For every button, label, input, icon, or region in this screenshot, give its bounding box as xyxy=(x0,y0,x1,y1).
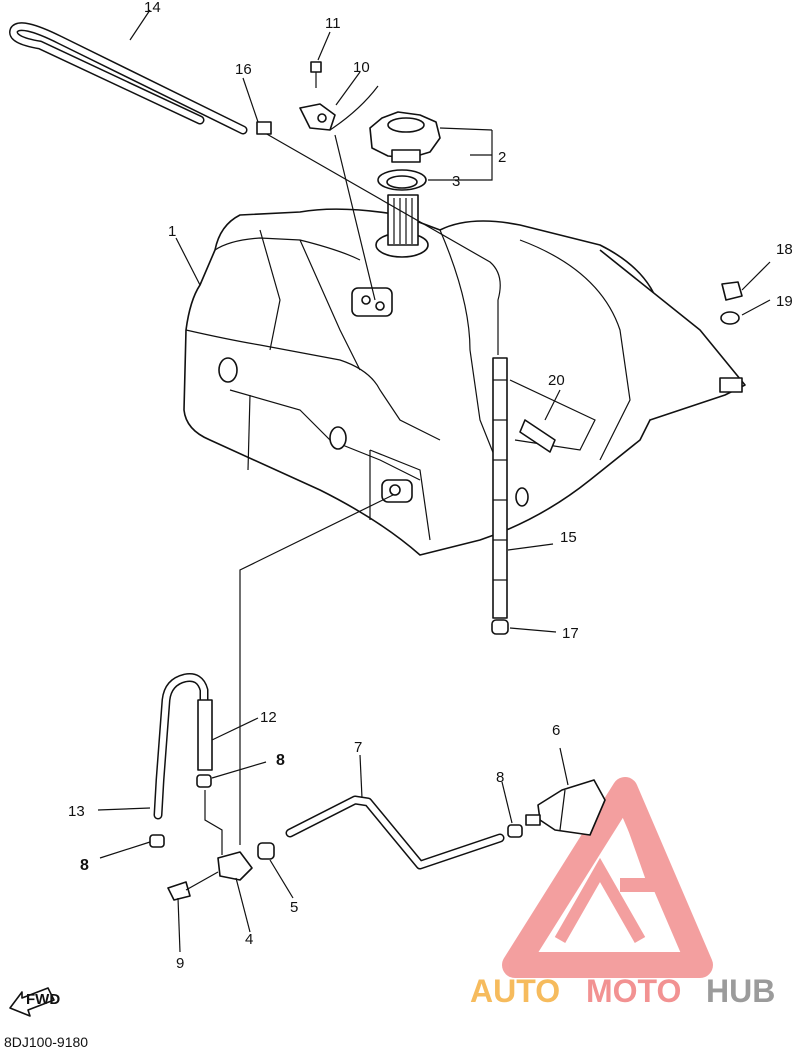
leader-lines xyxy=(129,9,771,845)
diagram-code: 8DJ100-9180 xyxy=(4,1034,89,1050)
watermark-hub: HUB xyxy=(706,973,775,1009)
breather-hose xyxy=(9,22,501,355)
part-label: 18 xyxy=(776,241,793,258)
filler-cap-assembly xyxy=(369,111,441,258)
leader-lines-lower xyxy=(97,717,569,953)
part-label: 6 xyxy=(552,722,560,739)
part-label: 1 xyxy=(168,223,176,240)
fwd-arrow-icon: FWD xyxy=(9,987,60,1017)
part-label: 11 xyxy=(325,15,341,32)
drain-hose xyxy=(491,357,509,635)
part-label: 7 xyxy=(354,739,362,756)
sensor-bracket xyxy=(299,61,379,131)
fuel-line-assembly xyxy=(149,673,606,901)
part-label: 19 xyxy=(776,293,793,310)
part-label: 14 xyxy=(144,0,161,16)
part-label: 16 xyxy=(235,61,252,78)
part-label: 17 xyxy=(562,625,579,642)
part-label: 10 xyxy=(353,59,370,76)
part-labels: 1 2 3 4 5 6 7 8 8 8 9 10 11 12 13 14 15 … xyxy=(68,0,793,972)
part-label: 13 xyxy=(68,803,85,820)
part-label: 2 xyxy=(498,149,506,166)
mount-grommets xyxy=(519,281,743,453)
part-label: 4 xyxy=(245,931,253,948)
part-label: 20 xyxy=(548,372,565,389)
part-label: 5 xyxy=(290,899,298,916)
part-label: 15 xyxy=(560,529,577,546)
fwd-label: FWD xyxy=(26,991,60,1008)
part-label: 3 xyxy=(452,173,460,190)
watermark-moto: MOTO xyxy=(586,973,681,1009)
part-label: 12 xyxy=(260,709,277,726)
part-label: 9 xyxy=(176,955,184,972)
watermark-text: AUTO MOTO HUB xyxy=(470,973,775,1009)
tank-rear-flange xyxy=(599,249,746,421)
part-label: 8 xyxy=(496,769,504,786)
part-label: 8 xyxy=(80,857,89,874)
part-label: 8 xyxy=(276,752,285,769)
watermark-auto: AUTO xyxy=(470,973,560,1009)
watermark-logo-icon xyxy=(502,777,713,978)
fuel-tank xyxy=(183,208,661,556)
